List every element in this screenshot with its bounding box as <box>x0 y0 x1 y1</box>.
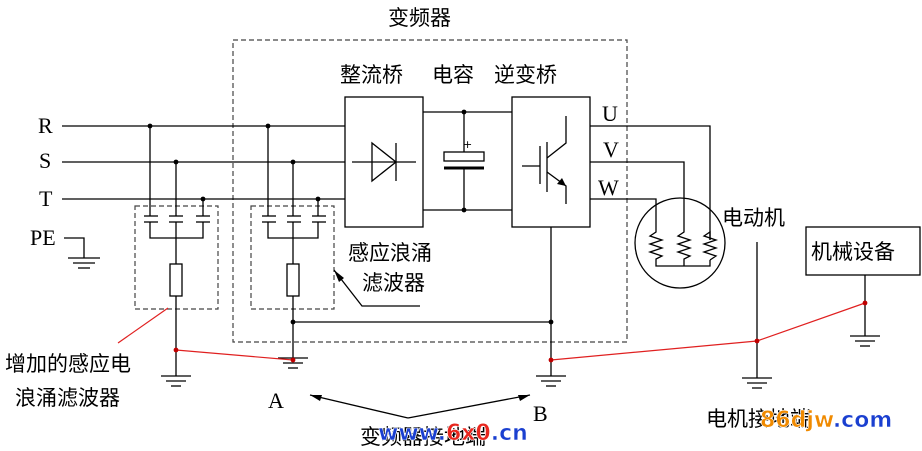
added-filter-ground <box>161 375 191 387</box>
svg-text:86djw.com: 86djw.com <box>760 408 892 433</box>
phase-v-label: V <box>603 137 619 162</box>
motor-ground-label: 电机接地端 <box>706 407 811 431</box>
svg-text:www.6x0.cn: www.6x0.cn <box>378 421 528 446</box>
capacitor-label: 电容 <box>432 63 474 87</box>
motor-symbol <box>634 197 726 289</box>
phase-t-label: T <box>39 186 53 211</box>
rectifier-label: 整流桥 <box>340 63 403 87</box>
ground-b-symbol <box>536 375 566 387</box>
dc-bus <box>423 109 512 213</box>
output-lines <box>590 125 711 240</box>
inverter-ground-arrows <box>309 394 531 419</box>
watermark-left-cn: .cn <box>491 421 528 446</box>
internal-ground-bus <box>293 227 554 376</box>
machine-equipment-box <box>805 226 921 276</box>
pe-label: PE <box>30 225 56 250</box>
watermark-left: www.6x0.cn <box>378 421 528 447</box>
motor-label: 电动机 <box>722 206 785 230</box>
added-surge-filter <box>134 123 219 376</box>
rectifier-bridge <box>344 96 424 228</box>
inverter-bridge <box>511 96 591 228</box>
inverter-enclosure <box>232 39 628 343</box>
red-ground-wires <box>117 300 868 363</box>
inverter-ground-label: 变频器接地端 <box>360 425 486 449</box>
phase-r-label: R <box>38 113 53 138</box>
phase-w-label: W <box>598 175 619 200</box>
motor-ground-wire <box>742 242 772 389</box>
svg-text:+: + <box>463 138 472 151</box>
added-filter-label-line1: 增加的感应电 <box>5 352 131 376</box>
watermark-right-com: .com <box>833 408 892 433</box>
added-filter-label-line2: 浪涌滤波器 <box>15 386 120 410</box>
watermark-left-6x0: 6x0 <box>446 421 491 446</box>
internal-surge-filter <box>250 123 335 358</box>
ground-b-label: B <box>533 401 548 426</box>
watermark-right-86djw: 86djw <box>760 408 834 433</box>
watermark-right: 86djw.com <box>760 408 893 434</box>
phase-s-label: S <box>39 148 51 173</box>
input-lines <box>62 125 345 200</box>
filter-label-line2: 滤波器 <box>362 271 425 295</box>
filter-label-pointer <box>333 269 420 307</box>
watermark-left-www: www. <box>378 421 446 446</box>
capacitor-symbol: + <box>443 138 485 170</box>
pe-ground-symbol <box>64 237 100 269</box>
ground-a-label: A <box>268 388 284 413</box>
phase-u-label: U <box>602 101 618 126</box>
filter-label-line1: 感应浪涌 <box>348 241 432 265</box>
diagram-title: 变频器 <box>388 6 451 30</box>
machine-ground-wire <box>850 275 880 347</box>
inverter-bridge-label: 逆变桥 <box>494 63 557 87</box>
machine-equipment-label: 机械设备 <box>811 240 895 264</box>
